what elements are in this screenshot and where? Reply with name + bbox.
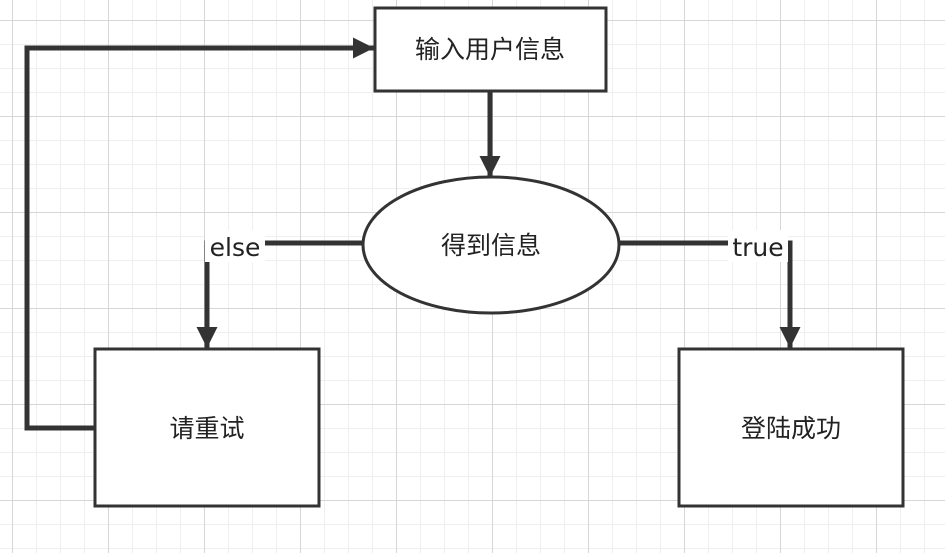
node-retry-box bbox=[93, 347, 321, 508]
edge-label-else-background bbox=[205, 230, 265, 262]
edge-label-else: else bbox=[210, 233, 261, 262]
node-login-success-label: 登陆成功 bbox=[741, 414, 841, 443]
node-get-info-ellipse bbox=[361, 175, 621, 315]
node-login-success-box bbox=[677, 347, 905, 508]
edge-label-true-background bbox=[728, 230, 788, 262]
edge-label-true: true bbox=[732, 233, 783, 262]
edge-get-info-to-success: true bbox=[619, 230, 801, 348]
node-input-user-info-label: 输入用户信息 bbox=[415, 35, 565, 64]
node-retry-label: 请重试 bbox=[169, 414, 244, 443]
node-retry: 请重试 bbox=[93, 347, 321, 508]
node-get-info: 得到信息 bbox=[361, 175, 621, 315]
edge-retry-to-input bbox=[24, 37, 374, 431]
node-input-user-info-box bbox=[373, 6, 608, 93]
edge-get-info-to-retry: else bbox=[196, 230, 363, 348]
node-login-success: 登陆成功 bbox=[677, 347, 905, 508]
node-input-user-info: 输入用户信息 bbox=[373, 6, 608, 93]
node-get-info-label: 得到信息 bbox=[441, 231, 541, 260]
